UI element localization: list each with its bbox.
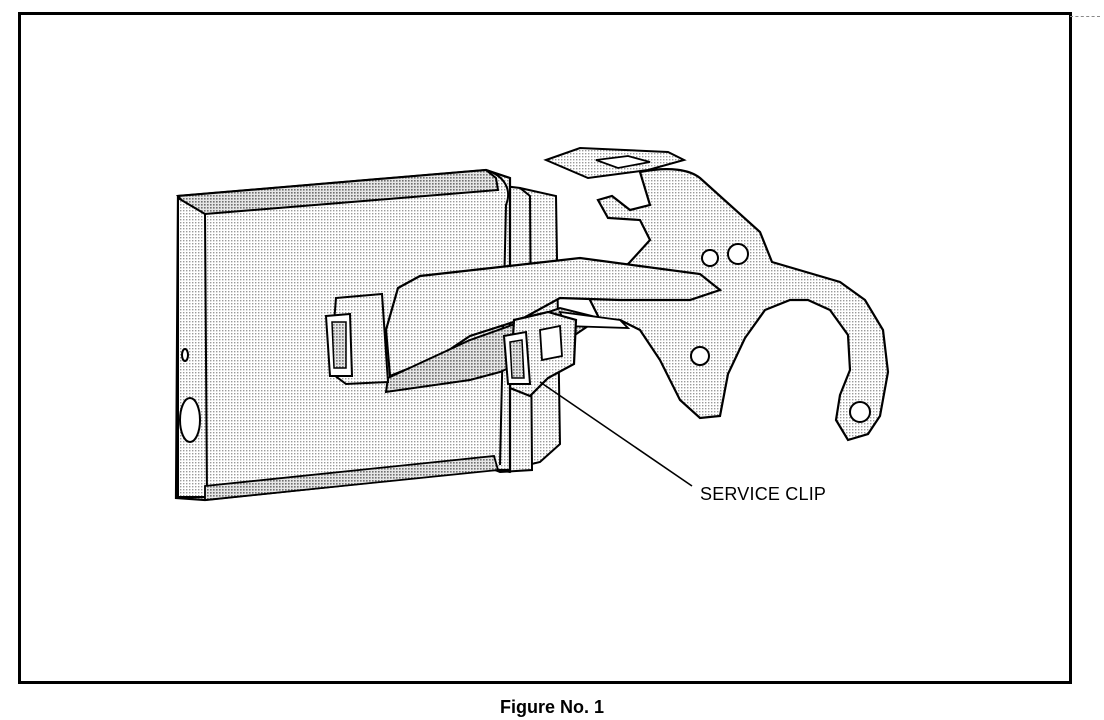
- module-front-box: [174, 168, 512, 502]
- figure-caption: Figure No. 1: [499, 697, 604, 717]
- left-module-clip: [324, 292, 390, 386]
- scan-mark: [1070, 16, 1100, 17]
- service-clip-leader: [539, 381, 693, 487]
- service-clip-label: SERVICE CLIP: [700, 484, 827, 504]
- figure-frame: [18, 12, 1072, 684]
- service-clip: [502, 310, 578, 398]
